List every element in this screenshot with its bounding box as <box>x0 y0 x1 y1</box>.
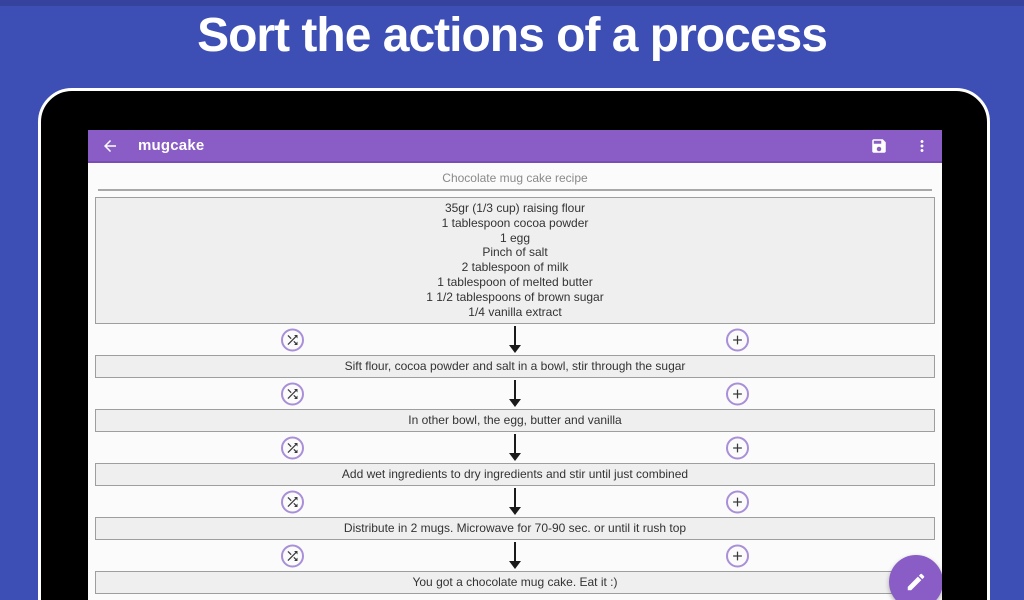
step-box[interactable]: You got a chocolate mug cake. Eat it :) <box>95 571 935 595</box>
app-screen: mugcake Chocolate mug cake recipe 35gr (… <box>88 130 942 600</box>
insert-step-button[interactable] <box>726 436 749 460</box>
step-box[interactable]: In other bowl, the egg, butter and vanil… <box>95 409 935 433</box>
insert-step-button[interactable] <box>726 490 749 514</box>
reorder-button[interactable] <box>281 382 304 406</box>
connector-row <box>88 378 942 409</box>
step-box[interactable]: Distribute in 2 mugs. Microwave for 70-9… <box>95 517 935 541</box>
insert-step-button[interactable] <box>726 382 749 406</box>
arrow-down-icon <box>508 542 522 570</box>
ingredients-box[interactable]: 35gr (1/3 cup) raising flour 1 tablespoo… <box>95 197 935 325</box>
connector-row <box>88 432 942 463</box>
recipe-title-input[interactable]: Chocolate mug cake recipe <box>442 171 588 185</box>
tablet-frame: mugcake Chocolate mug cake recipe 35gr (… <box>38 88 990 600</box>
insert-step-button[interactable] <box>726 544 749 568</box>
insert-step-button[interactable] <box>726 328 749 352</box>
connector-row <box>88 324 942 355</box>
toolbar-title: mugcake <box>138 137 205 154</box>
back-icon[interactable] <box>101 137 119 155</box>
arrow-down-icon <box>508 488 522 516</box>
arrow-down-icon <box>508 434 522 462</box>
top-accent-stripe <box>0 0 1024 6</box>
pencil-icon <box>905 571 927 593</box>
arrow-down-icon <box>508 380 522 408</box>
app-toolbar: mugcake <box>88 130 942 163</box>
arrow-down-icon <box>508 326 522 354</box>
overflow-menu-icon[interactable] <box>913 137 931 155</box>
reorder-button[interactable] <box>281 328 304 352</box>
reorder-button[interactable] <box>281 490 304 514</box>
reorder-button[interactable] <box>281 436 304 460</box>
connector-row <box>88 540 942 571</box>
connector-row <box>88 486 942 517</box>
save-icon[interactable] <box>870 137 888 155</box>
reorder-button[interactable] <box>281 544 304 568</box>
process-editor: Chocolate mug cake recipe 35gr (1/3 cup)… <box>88 163 942 595</box>
title-underline <box>98 189 932 191</box>
step-box[interactable]: Add wet ingredients to dry ingredients a… <box>95 463 935 487</box>
step-box[interactable]: Sift flour, cocoa powder and salt in a b… <box>95 355 935 379</box>
edit-fab[interactable] <box>889 555 942 600</box>
banner-title: Sort the actions of a process <box>197 9 828 62</box>
